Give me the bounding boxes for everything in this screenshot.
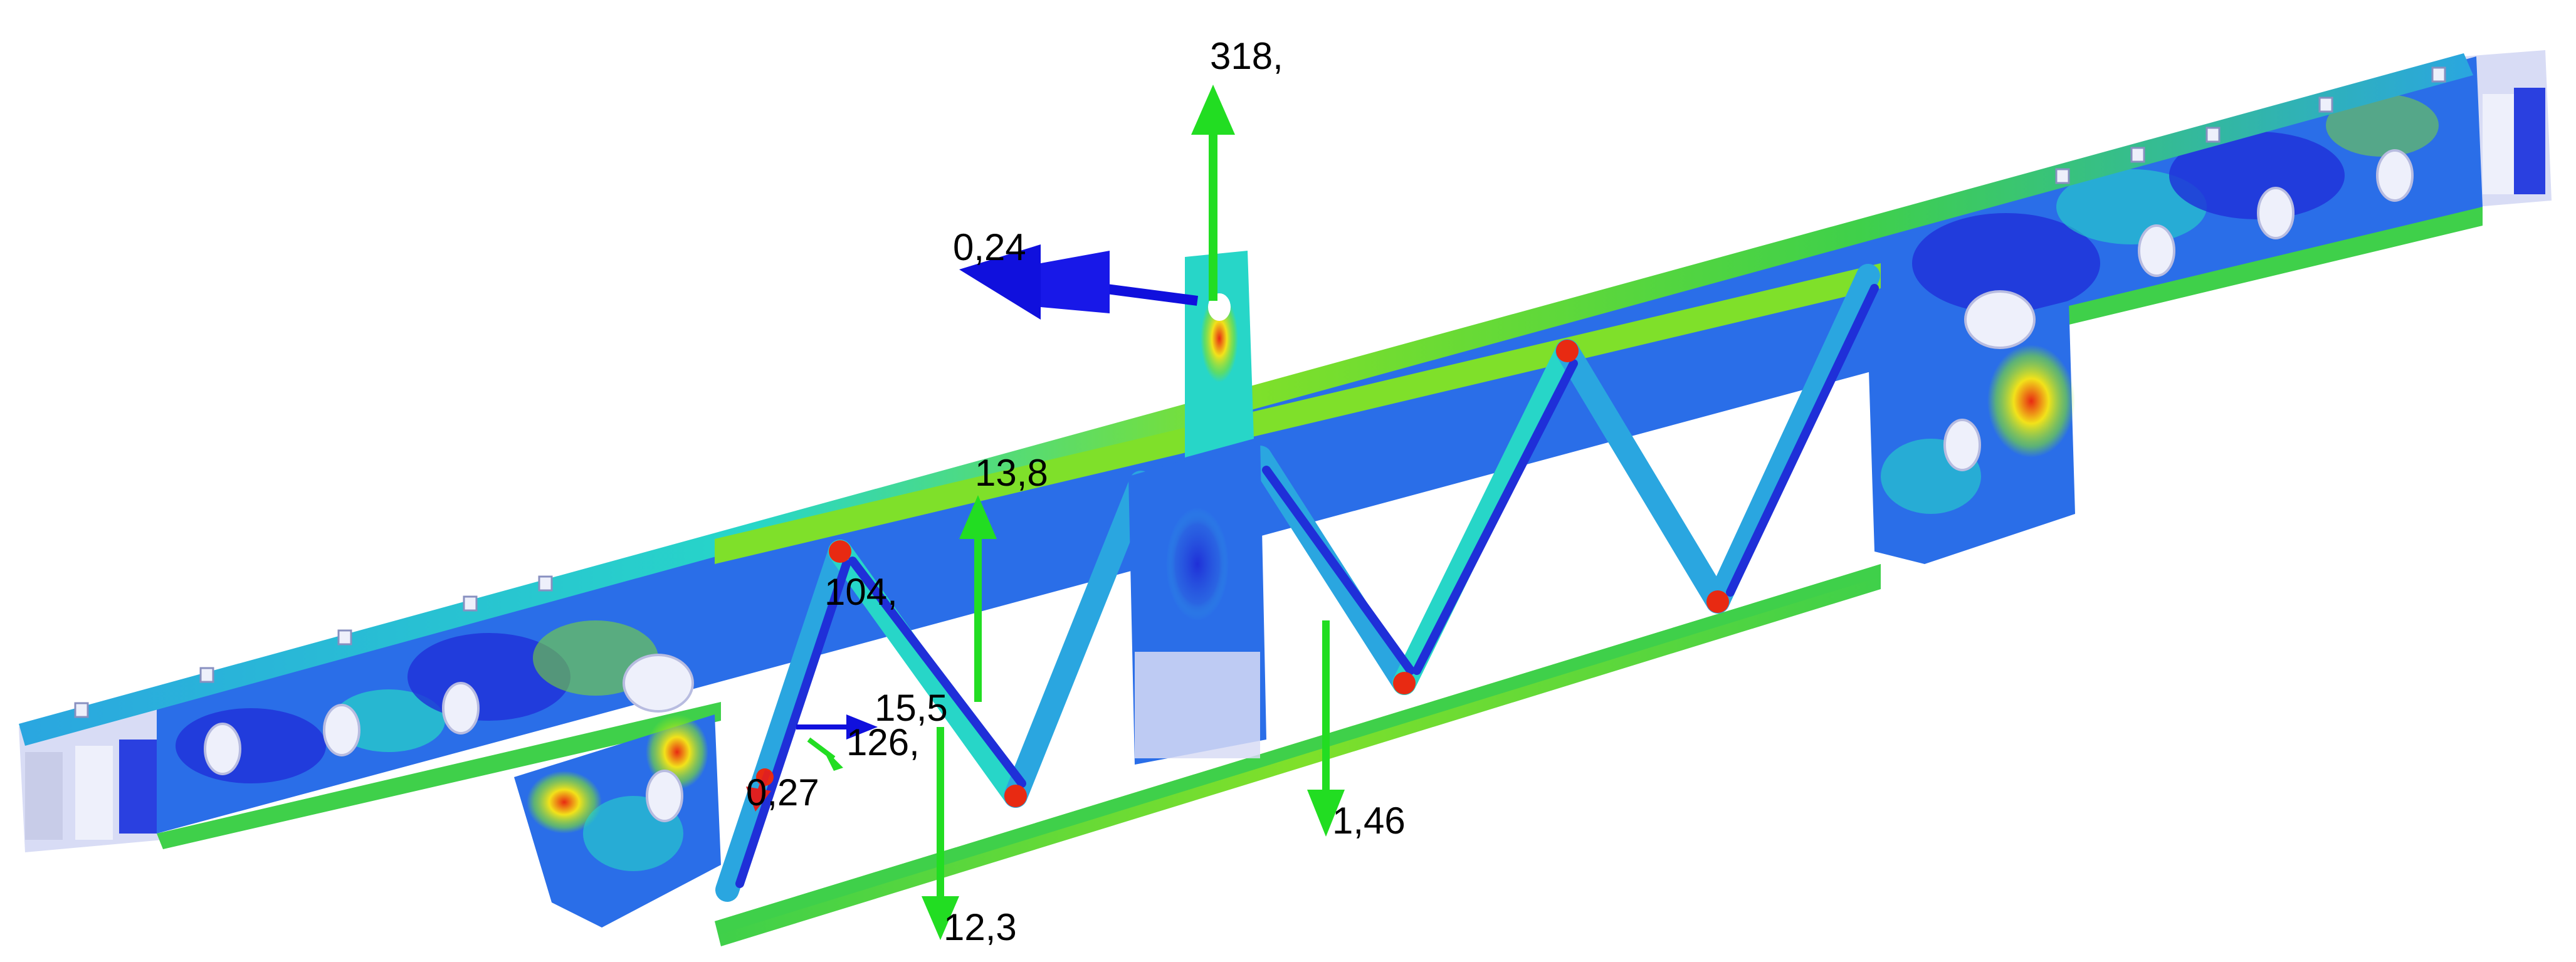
left-end-cap	[19, 705, 163, 852]
lightening-holes	[204, 149, 2414, 822]
label-155: 15,5	[875, 687, 948, 729]
left-pedestal	[514, 714, 721, 928]
label-104: 104,	[824, 571, 898, 613]
truss-section	[715, 263, 1881, 946]
arrowhead-024	[959, 244, 1041, 320]
force-arrows	[746, 85, 1345, 940]
label-027: 0,27	[746, 771, 819, 813]
label-318: 318,	[1210, 35, 1283, 77]
label-126: 126,	[846, 721, 920, 763]
main-beam-web	[157, 56, 2483, 834]
flange-clips	[74, 66, 2446, 718]
label-138: 13,8	[975, 452, 1048, 494]
arrowhead-318	[1191, 85, 1235, 135]
label-024: 0,24	[953, 226, 1026, 268]
central-column	[1128, 251, 1266, 765]
force-labels: 318, 0,24 13,8 104, 15,5 126, 0,27 1,46 …	[746, 35, 1406, 948]
left-lower-flange	[157, 702, 721, 849]
label-123: 12,3	[944, 906, 1017, 948]
right-end-cap	[2464, 50, 2552, 207]
label-146: 1,46	[1332, 800, 1406, 842]
